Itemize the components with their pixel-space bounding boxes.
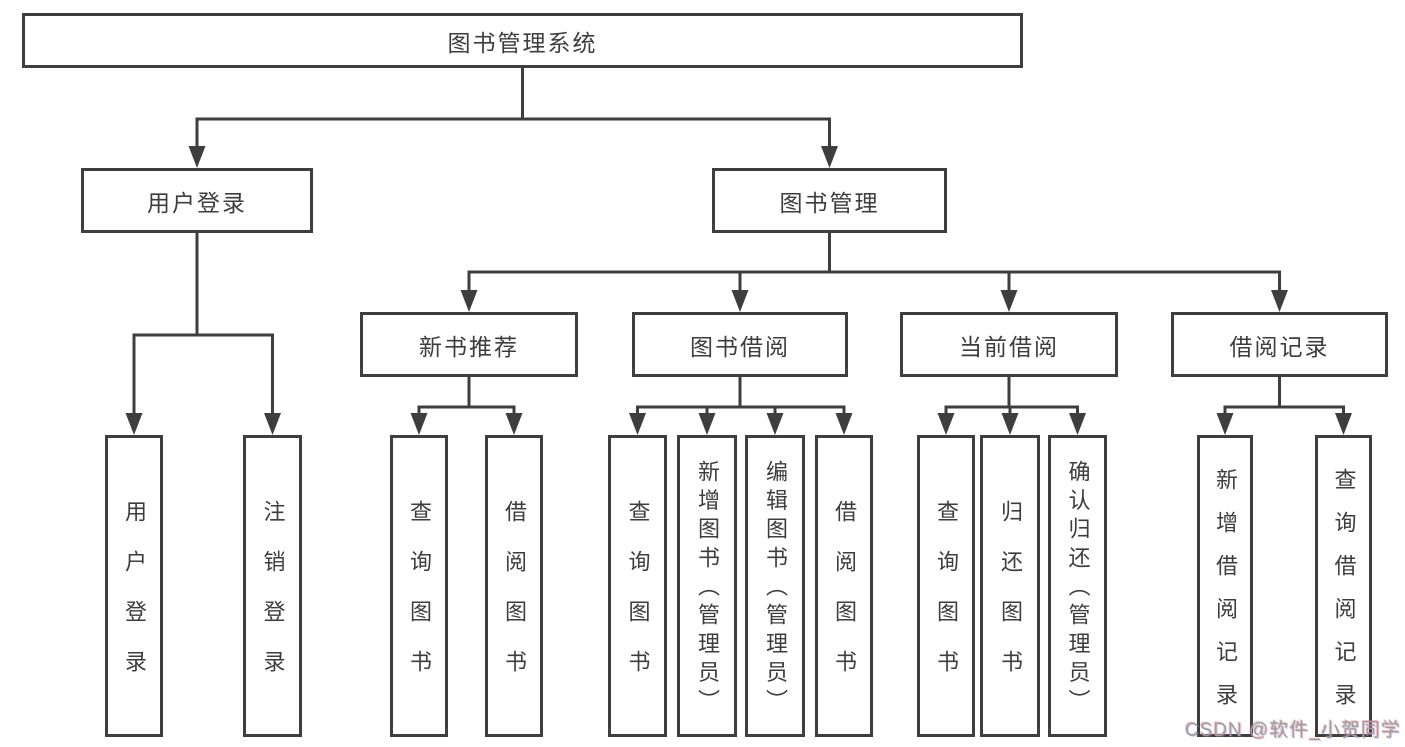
- leaf-cb-query-books: 查询图书: [917, 435, 975, 737]
- node-new-book-recommend: 新书推荐: [360, 312, 578, 377]
- leaf-bb-add-books-admin: 新增图书（管理员）: [677, 435, 737, 737]
- leaf-cb-confirm-return-admin: 确认归还（管理员）: [1048, 435, 1107, 737]
- node-user-login: 用户登录: [81, 168, 313, 233]
- node-book-borrow: 图书借阅: [632, 312, 848, 377]
- leaf-nbr-query-books: 查询图书: [390, 435, 448, 737]
- node-library-management-system: 图书管理系统: [22, 13, 1023, 68]
- leaf-bb-borrow-books: 借阅图书: [815, 435, 873, 737]
- node-book-management: 图书管理: [712, 168, 947, 233]
- leaf-user-login: 用户登录: [105, 435, 163, 737]
- leaf-cb-return-books: 归还图书: [980, 435, 1040, 737]
- leaf-bb-edit-books-admin: 编辑图书（管理员）: [745, 435, 805, 737]
- node-borrow-records: 借阅记录: [1171, 312, 1388, 377]
- leaf-br-add-record: 新增借阅记录: [1197, 435, 1253, 737]
- csdn-watermark: CSDN @软件_小贺同学: [1185, 720, 1401, 741]
- leaf-nbr-borrow-books: 借阅图书: [485, 435, 543, 737]
- leaf-bb-query-books: 查询图书: [608, 435, 667, 737]
- leaf-br-query-record: 查询借阅记录: [1315, 435, 1372, 737]
- leaf-logout: 注销登录: [243, 435, 302, 737]
- node-current-borrow: 当前借阅: [900, 312, 1118, 377]
